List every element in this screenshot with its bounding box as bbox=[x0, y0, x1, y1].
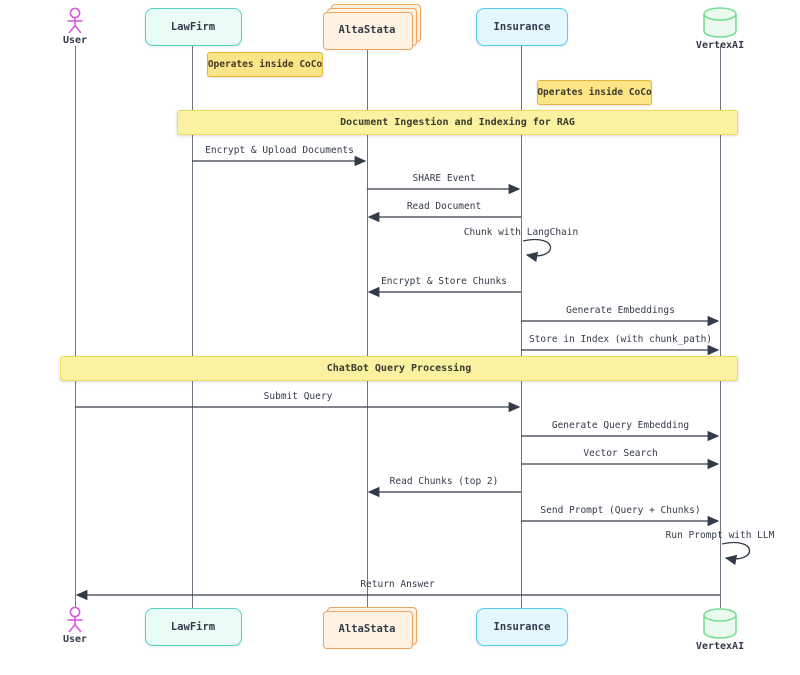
message-label: Encrypt & Upload Documents bbox=[205, 145, 354, 156]
message-label: Submit Query bbox=[263, 391, 333, 402]
participant-label: User bbox=[62, 35, 88, 46]
lifeline-insurance bbox=[521, 46, 522, 608]
participant-lawfirm: LawFirm bbox=[144, 608, 242, 646]
participant-user: User bbox=[58, 7, 92, 46]
participant-lawfirm: LawFirm bbox=[144, 8, 242, 46]
lifeline-lawfirm bbox=[192, 46, 193, 608]
message-label: Run Prompt with LLM bbox=[665, 530, 775, 541]
person-icon bbox=[67, 606, 83, 633]
participant-vertexai: VertexAI bbox=[696, 6, 744, 51]
section-banner: Document Ingestion and Indexing for RAG bbox=[177, 110, 738, 135]
lifeline-user bbox=[75, 46, 76, 608]
self-message-loop bbox=[522, 238, 552, 263]
participant-insurance: Insurance bbox=[476, 8, 568, 46]
database-icon bbox=[703, 608, 737, 639]
database-icon bbox=[703, 7, 737, 38]
message-label: Generate Embeddings bbox=[566, 305, 675, 316]
message-label: Send Prompt (Query + Chunks) bbox=[540, 505, 701, 516]
participant-altastata bbox=[323, 12, 413, 50]
message-label: Encrypt & Store Chunks bbox=[381, 276, 507, 287]
participant-insurance: Insurance bbox=[476, 608, 568, 646]
participant-label: VertexAI bbox=[695, 40, 745, 51]
message-label: Read Chunks (top 2) bbox=[389, 476, 499, 487]
self-message-loop bbox=[721, 541, 751, 566]
message-label: Chunk with LangChain bbox=[463, 227, 579, 238]
section-banner: ChatBot Query Processing bbox=[60, 356, 738, 381]
message-label: Store in Index (with chunk_path) bbox=[528, 334, 713, 345]
message-label: Read Document bbox=[406, 201, 482, 212]
participant-label: User bbox=[62, 634, 88, 645]
lifeline-altastata bbox=[367, 46, 368, 608]
participant-label: VertexAI bbox=[695, 641, 745, 652]
note-operates-inside-coco: Operates inside CoCo bbox=[537, 80, 652, 105]
message-label: Vector Search bbox=[583, 448, 658, 459]
message-label: Generate Query Embedding bbox=[551, 420, 690, 431]
person-icon bbox=[67, 7, 83, 34]
participant-label: AltaStata bbox=[338, 623, 396, 635]
message-label: Return Answer bbox=[360, 579, 435, 590]
note-operates-inside-coco: Operates inside CoCo bbox=[207, 52, 323, 77]
participant-vertexai: VertexAI bbox=[696, 607, 744, 652]
participant-label: AltaStata bbox=[338, 24, 396, 36]
message-label: SHARE Event bbox=[412, 173, 476, 184]
lifeline-vertexai bbox=[720, 46, 721, 608]
participant-altastata bbox=[323, 611, 413, 649]
participant-user: User bbox=[58, 606, 92, 645]
